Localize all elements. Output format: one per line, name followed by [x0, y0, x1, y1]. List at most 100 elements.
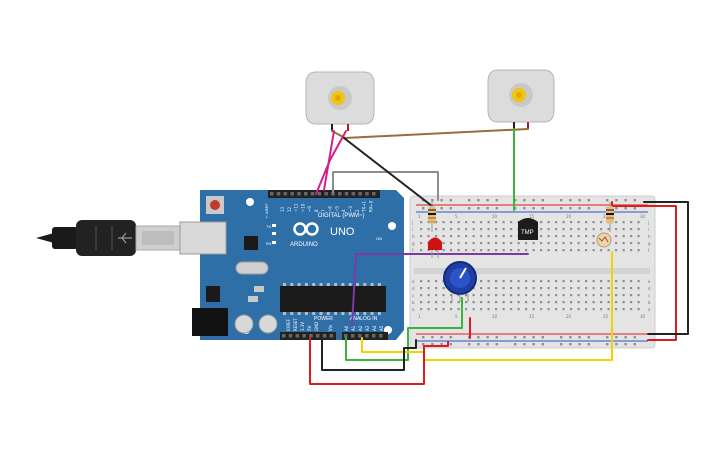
reset-label: RESET [293, 318, 298, 331]
header-pin[interactable] [297, 192, 301, 196]
header-pin[interactable] [365, 334, 369, 338]
wire-gray [332, 171, 439, 201]
header-pin[interactable] [365, 192, 369, 196]
header-pin[interactable] [344, 334, 348, 338]
header-pin[interactable] [324, 192, 328, 196]
v33-label: 3.3V [300, 322, 305, 331]
row-letter: e [412, 279, 415, 284]
column-number: 15 [529, 314, 535, 319]
header-pin[interactable] [344, 192, 349, 196]
aref-label: AREF [264, 203, 269, 214]
digital-pin-label: ~6 [328, 206, 333, 212]
wire-red-top [611, 205, 677, 341]
l-label: L [266, 214, 269, 219]
wire-black-bottom [321, 337, 417, 371]
row-letter: h [412, 234, 415, 239]
header-pin[interactable] [358, 192, 362, 196]
column-number: 10 [492, 214, 498, 219]
ioref-label: IOREF [286, 318, 291, 331]
header-pin[interactable] [351, 334, 355, 338]
digital-pin-label: 13 [280, 206, 285, 212]
row-letter: a [648, 307, 651, 312]
red-led [428, 237, 442, 258]
row-letter: f [412, 248, 414, 253]
analog-pin-label: A1 [351, 325, 356, 331]
analog-pin-label: A0 [344, 325, 349, 331]
row-letter: j [411, 220, 413, 225]
header-pin[interactable] [288, 334, 293, 338]
header-pin[interactable] [379, 334, 383, 338]
temperature-sensor: TMP [518, 218, 538, 240]
column-number: 5 [455, 314, 458, 319]
header-pin[interactable] [295, 334, 300, 338]
header-pin[interactable] [338, 192, 342, 196]
infinity-logo-icon [293, 222, 319, 236]
row-letter: j [647, 220, 649, 225]
digital-pin-label: 8 [314, 209, 319, 212]
wire-red-bottom [309, 337, 449, 385]
column-number: 1 [418, 314, 421, 319]
capacitor-2 [258, 314, 278, 334]
digital-pin-label: 7 [321, 209, 326, 212]
digital-pin-label: ~10 [300, 203, 305, 212]
header-pin[interactable] [310, 192, 315, 196]
resistor-ldr [606, 202, 614, 232]
gnd-label: GND [314, 322, 319, 331]
digital-pin-label: ~5 [334, 206, 339, 212]
header-pin[interactable] [316, 334, 320, 338]
row-letter: b [648, 300, 651, 305]
header-pin[interactable] [358, 334, 362, 338]
reset-button[interactable] [210, 200, 220, 210]
digital-pin-label: 12 [287, 206, 292, 212]
wire-magenta [315, 130, 347, 195]
on-label: ON [376, 236, 382, 241]
analog-pin-label: A5 [379, 325, 384, 331]
digital-label: DIGITAL (PWM~) [318, 213, 365, 219]
wire-black-right [643, 201, 689, 335]
voltage-regulator [206, 286, 220, 302]
dc-motor-left [305, 71, 375, 131]
v5-label: 5V [307, 325, 312, 331]
header-pin[interactable] [372, 192, 376, 196]
column-number: 5 [455, 214, 458, 219]
header-pin[interactable] [322, 334, 327, 338]
header-pin[interactable] [302, 334, 306, 338]
column-number: 1 [418, 214, 421, 219]
row-letter: d [648, 286, 651, 291]
row-letter: f [648, 248, 650, 253]
header-pin[interactable] [290, 192, 294, 196]
header-pin[interactable] [309, 334, 313, 338]
row-letter: i [412, 227, 413, 232]
header-pin[interactable] [270, 192, 274, 196]
analog-pin-label: A3 [365, 325, 370, 331]
gear-icon [331, 91, 345, 105]
header-pin[interactable] [317, 192, 322, 196]
crystal [235, 261, 269, 275]
header-pin[interactable] [283, 192, 288, 196]
header-pin[interactable] [331, 192, 335, 196]
column-number: 20 [566, 314, 572, 319]
row-letter: b [412, 300, 415, 305]
wires [309, 128, 689, 385]
header-pin[interactable] [282, 334, 286, 338]
header-pin[interactable] [372, 334, 376, 338]
wire-brown [331, 128, 529, 139]
potentiometer[interactable] [443, 261, 477, 302]
header-pin[interactable] [329, 334, 334, 338]
header-pin[interactable] [351, 192, 356, 196]
row-letter: e [648, 279, 651, 284]
photoresistor [596, 232, 612, 248]
vin-label: Vin [328, 324, 333, 331]
wire-green-pot [345, 297, 463, 361]
header-pin[interactable] [304, 192, 308, 196]
column-number: 30 [640, 314, 646, 319]
digital-pin-label: TX→1 [362, 200, 367, 213]
board-model: UNO [330, 226, 355, 238]
sensor-label: TMP [521, 230, 534, 236]
row-letter: c [412, 293, 414, 298]
column-number: 25 [603, 314, 609, 319]
header-pin[interactable] [276, 192, 281, 196]
